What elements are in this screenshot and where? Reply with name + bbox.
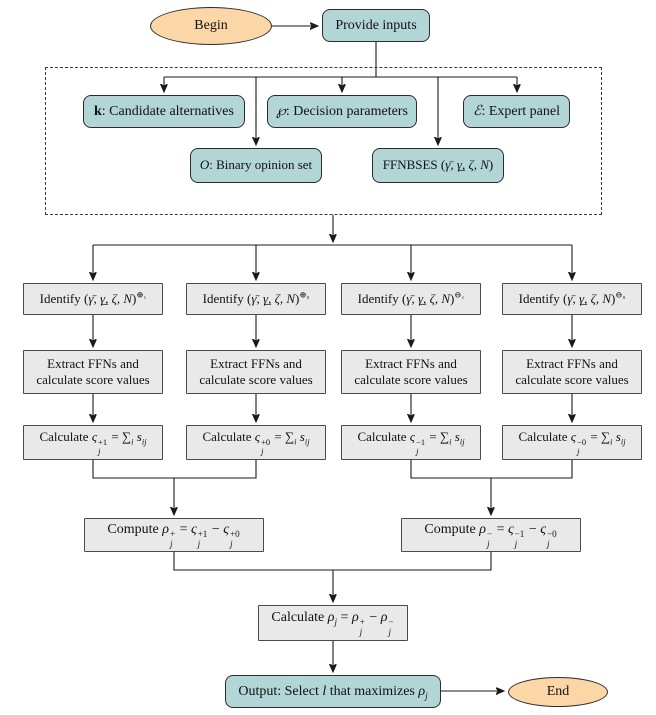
inputs-group-frame xyxy=(45,67,602,215)
extract-ffns-col4-box: Extract FFNs and calculate score values xyxy=(502,350,642,394)
extract-ffns-col2-label: Extract FFNs and calculate score values xyxy=(199,355,313,387)
identify-neg0-label: Identify (γ̄, γ̲, ζ, N)⊖₀ xyxy=(518,289,626,306)
decision-parameters-label: ℘: Decision parameters xyxy=(276,103,408,119)
calculate-rho-label: Calculate ρj = ρ+j − ρ−j xyxy=(271,609,394,637)
binary-opinion-set-box: O: Binary opinion set xyxy=(190,148,322,183)
identify-pos1-box: Identify (γ̄, γ̲, ζ, N)⊕₁ xyxy=(23,283,163,315)
extract-ffns-col1-box: Extract FFNs and calculate score values xyxy=(23,350,163,394)
provide-inputs-label: Provide inputs xyxy=(335,17,417,33)
expert-panel-label: ℰ: Expert panel xyxy=(472,103,560,119)
expert-panel-box: ℰ: Expert panel xyxy=(463,95,570,128)
binary-opinion-set-label: O: Binary opinion set xyxy=(199,157,313,173)
extract-ffns-col4-label: Extract FFNs and calculate score values xyxy=(515,355,629,387)
decision-parameters-box: ℘: Decision parameters xyxy=(267,95,417,128)
ffnbses-box: FFNBSES (γ̄, γ̲, ζ, N) xyxy=(372,148,504,183)
end-label: End xyxy=(546,684,570,700)
identify-neg1-label: Identify (γ̄, γ̲, ζ, N)⊖₁ xyxy=(357,289,465,306)
provide-inputs-box: Provide inputs xyxy=(322,9,430,42)
end-terminator: End xyxy=(508,677,608,707)
extract-ffns-col2-box: Extract FFNs and calculate score values xyxy=(186,350,326,394)
identify-pos1-label: Identify (γ̄, γ̲, ζ, N)⊕₁ xyxy=(39,289,147,306)
candidate-alternatives-label: k: Candidate alternatives xyxy=(94,103,234,119)
output-label: Output: Select l that maximizes ρj xyxy=(238,683,428,701)
extract-ffns-col1-label: Extract FFNs and calculate score values xyxy=(36,355,150,387)
extract-ffns-col3-box: Extract FFNs and calculate score values xyxy=(341,350,481,394)
extract-ffns-col3-label: Extract FFNs and calculate score values xyxy=(354,355,468,387)
identify-neg0-box: Identify (γ̄, γ̲, ζ, N)⊖₀ xyxy=(502,283,642,315)
identify-pos0-box: Identify (γ̄, γ̲, ζ, N)⊕₀ xyxy=(186,283,326,315)
identify-neg1-box: Identify (γ̄, γ̲, ζ, N)⊖₁ xyxy=(341,283,481,315)
candidate-alternatives-box: k: Candidate alternatives xyxy=(83,95,245,128)
identify-pos0-label: Identify (γ̄, γ̲, ζ, N)⊕₀ xyxy=(202,289,310,306)
begin-label: Begin xyxy=(194,18,228,34)
begin-terminator: Begin xyxy=(150,7,272,45)
ffnbses-label: FFNBSES (γ̄, γ̲, ζ, N) xyxy=(382,157,494,173)
output-box: Output: Select l that maximizes ρj xyxy=(225,675,441,708)
calculate-rho-box: Calculate ρj = ρ+j − ρ−j xyxy=(258,605,408,641)
